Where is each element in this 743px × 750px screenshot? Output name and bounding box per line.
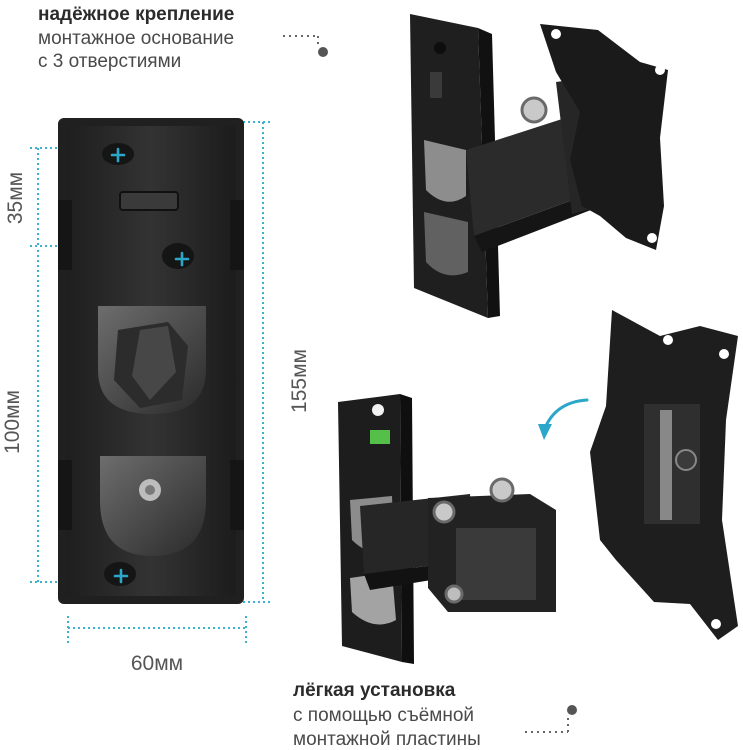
caption-bottom-line1: с помощью съёмной	[293, 705, 475, 726]
caption-bottom-title: лёгкая установка	[293, 680, 456, 701]
dimension-60mm: 60мм	[130, 652, 184, 675]
caption-top-dot	[318, 47, 328, 57]
caption-top-line1: монтажное основание	[38, 28, 235, 49]
caption-bottom-line2: монтажной пластины	[293, 729, 481, 750]
caption-bottom-dot	[567, 705, 577, 715]
caption-top: надёжное крепление монтажное основание с…	[38, 4, 234, 73]
caption-top-line2: с 3 отверстиями	[38, 51, 182, 72]
caption-top-title: надёжное крепление	[38, 4, 235, 25]
caption-bottom: лёгкая установка с помощью съёмной монта…	[293, 680, 481, 750]
